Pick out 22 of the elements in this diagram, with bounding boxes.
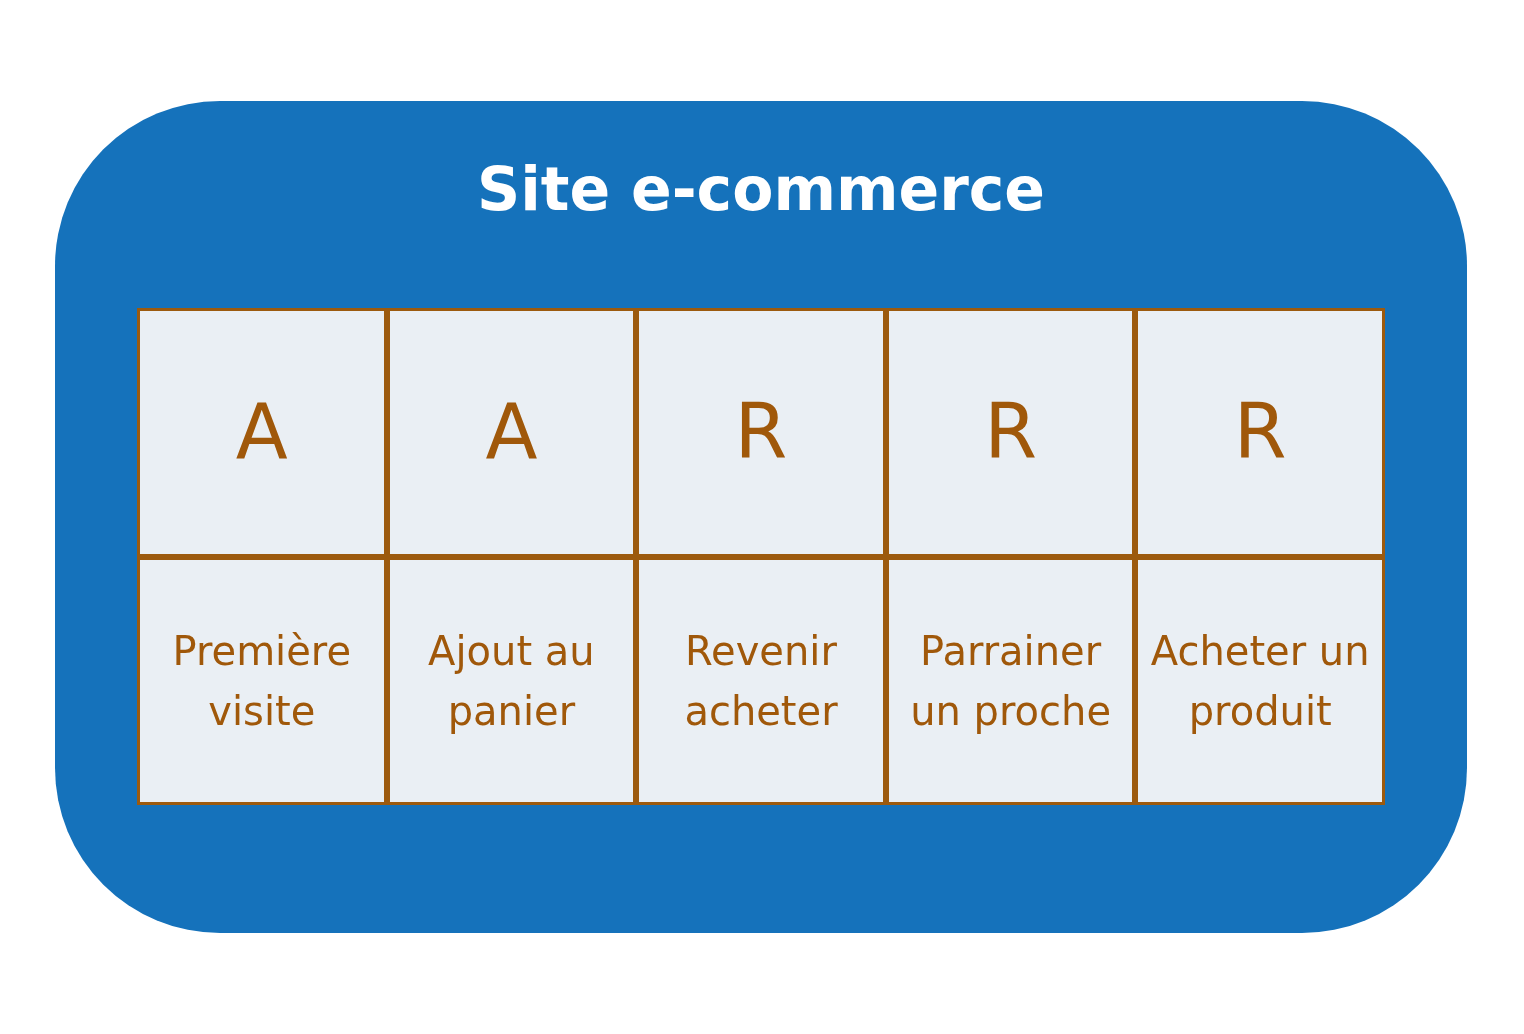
letter-cell — [1135, 308, 1385, 557]
panel-title: Site e-commerce — [476, 153, 1046, 225]
stage-label: Parrainer un proche — [909, 626, 1112, 736]
stage-letter: A — [485, 386, 538, 479]
stage-cell — [885, 556, 1136, 805]
stage-letter: R — [984, 386, 1037, 479]
stage-cell — [636, 556, 886, 805]
stage-letter: R — [734, 386, 788, 479]
letter-cell — [137, 308, 387, 557]
stage-label: Revenir acheter — [683, 626, 839, 736]
letter-cell — [885, 308, 1136, 557]
rounded-panel — [55, 101, 1467, 933]
stage-letter: R — [1233, 386, 1287, 479]
letter-cell — [636, 308, 886, 557]
stage-label: Première visite — [171, 626, 353, 736]
stage-cell — [1135, 556, 1385, 805]
stage-label: Ajout au panier — [427, 626, 596, 736]
stage-cell — [386, 556, 637, 805]
stage-cell — [137, 556, 387, 805]
letter-cell — [386, 308, 637, 557]
stage-label: Acheter un produit — [1149, 626, 1371, 736]
stage-letter: A — [235, 386, 288, 479]
